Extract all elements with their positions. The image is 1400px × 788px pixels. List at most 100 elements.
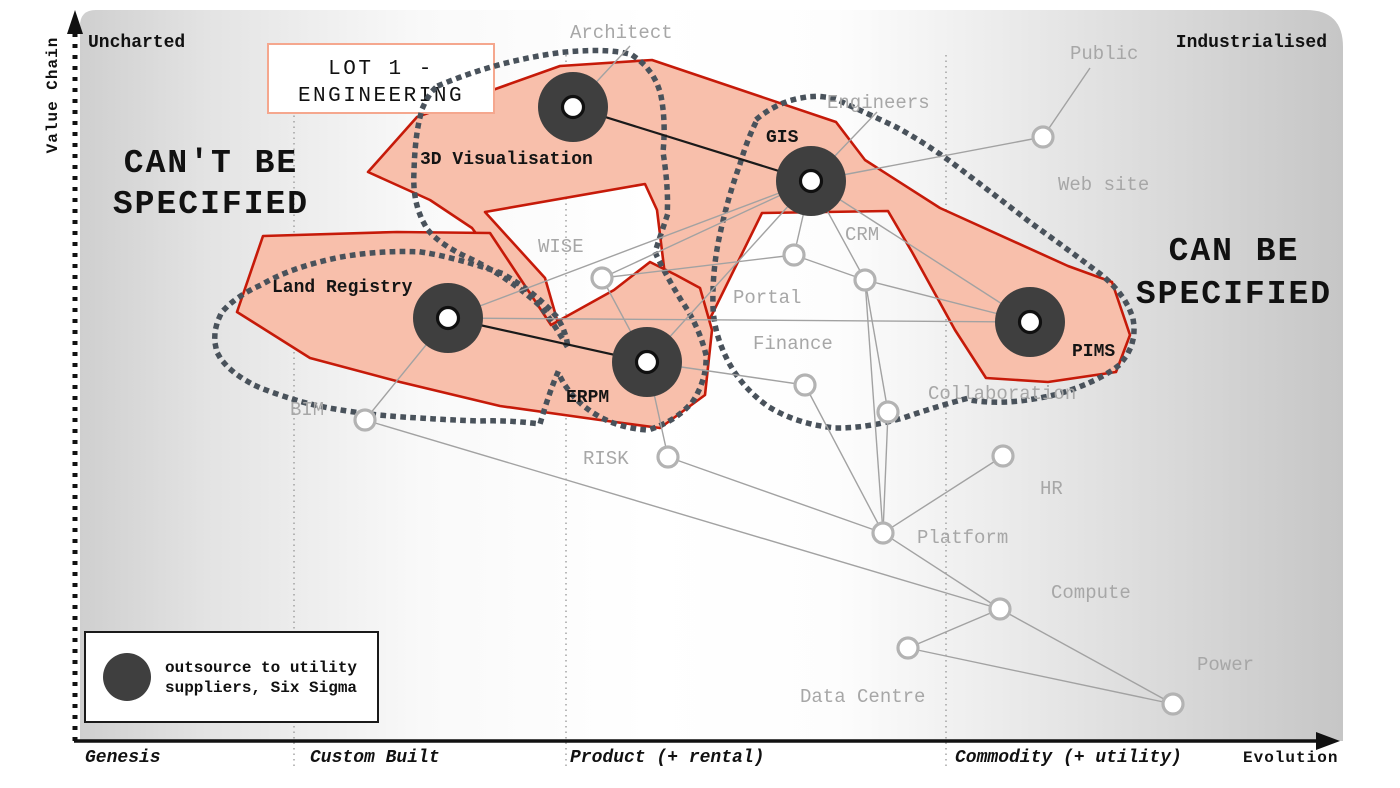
edge-land-registry-pims xyxy=(447,317,1031,323)
edge-risk-platform xyxy=(667,456,884,534)
edge-crm-collaboration xyxy=(864,279,889,413)
axis-stage-label: Product (+ rental) xyxy=(570,748,764,768)
node-circle xyxy=(1161,692,1185,716)
legend-line2: suppliers, Six Sigma xyxy=(165,679,357,697)
node-label-3d-visualisation: 3D Visualisation xyxy=(420,150,593,170)
anchor-label-architect: Architect xyxy=(570,22,673,44)
node-website xyxy=(1031,125,1055,149)
node-label-land-registry: Land Registry xyxy=(272,278,413,298)
node-pims xyxy=(995,287,1065,357)
edge-wise-portal xyxy=(601,254,795,279)
node-label-website: Web site xyxy=(1058,174,1149,196)
node-circle xyxy=(353,408,377,432)
node-portal xyxy=(782,243,806,267)
cant-be-specified-line2: SPECIFIED xyxy=(113,186,309,223)
node-label-hr: HR xyxy=(1040,478,1063,500)
edge-land-registry-gis xyxy=(447,180,812,319)
edge-website-gis xyxy=(810,136,1044,182)
edge-3d-visualisation-gis xyxy=(572,105,812,183)
node-bim xyxy=(353,408,377,432)
node-core xyxy=(798,168,824,194)
label-industrialised: Industrialised xyxy=(1176,33,1327,53)
edge-collaboration-platform xyxy=(882,411,889,534)
edge-crm-platform xyxy=(864,279,884,534)
edge-compute-data-centre xyxy=(907,608,1001,649)
node-circle xyxy=(590,266,614,290)
edge-compute-power xyxy=(999,608,1174,705)
node-risk xyxy=(656,445,680,469)
group-outline-layer xyxy=(212,47,1137,433)
node-label-finance: Finance xyxy=(753,333,833,355)
anchor-label-public: Public xyxy=(1070,43,1138,65)
node-label-erpm: ERPM xyxy=(566,388,609,408)
node-data-centre xyxy=(896,636,920,660)
node-power xyxy=(1161,692,1185,716)
anchor-line-public xyxy=(1042,67,1091,138)
node-label-platform: Platform xyxy=(917,527,1008,549)
node-label-portal: Portal xyxy=(733,287,801,309)
node-label-power: Power xyxy=(1197,654,1254,676)
node-circle xyxy=(991,444,1015,468)
node-compute xyxy=(988,597,1012,621)
node-label-gis: GIS xyxy=(766,128,799,148)
x-axis xyxy=(74,732,1340,750)
group-outline-specifiable-right xyxy=(710,93,1137,431)
node-label-compute: Compute xyxy=(1051,582,1131,604)
node-3d-visualisation xyxy=(538,72,608,142)
edge-hr-platform xyxy=(882,455,1004,534)
cant-be-specified-line1: CAN'T BE xyxy=(124,145,298,182)
y-axis-arrowhead-icon xyxy=(67,10,83,34)
edge-layer xyxy=(364,45,1174,705)
node-land-registry xyxy=(413,283,483,353)
node-circle xyxy=(871,521,895,545)
node-collaboration xyxy=(876,400,900,424)
node-label-wise: WISE xyxy=(538,236,584,258)
node-label-collaboration: Collaboration xyxy=(928,383,1076,405)
legend: outsource to utility suppliers, Six Sigm… xyxy=(84,631,379,723)
edge-wise-gis xyxy=(601,180,812,279)
lot1-line1: LOT 1 - xyxy=(328,58,434,81)
can-be-specified-line1: CAN BE xyxy=(1169,233,1300,270)
node-hr xyxy=(991,444,1015,468)
node-circle xyxy=(876,400,900,424)
node-core xyxy=(634,349,660,375)
node-core xyxy=(435,305,461,331)
axis-stage-label: Commodity (+ utility) xyxy=(955,748,1182,768)
node-gis xyxy=(776,146,846,216)
node-circle xyxy=(793,373,817,397)
lot1-line2: ENGINEERING xyxy=(298,85,464,108)
node-label-data-centre: Data Centre xyxy=(800,686,925,708)
edge-platform-compute xyxy=(882,532,1001,610)
axis-stage-label: Custom Built xyxy=(310,748,440,768)
node-finance xyxy=(793,373,817,397)
edge-finance-platform xyxy=(804,384,884,534)
node-layer xyxy=(353,72,1185,716)
edge-gis-pims xyxy=(810,180,1031,323)
legend-dark-circle-icon xyxy=(103,653,151,701)
node-core xyxy=(560,94,586,120)
edge-portal-crm xyxy=(793,254,866,281)
node-circle xyxy=(1031,125,1055,149)
node-wise xyxy=(590,266,614,290)
node-circle xyxy=(853,268,877,292)
x-axis-title: Evolution xyxy=(1243,749,1338,767)
node-crm xyxy=(853,268,877,292)
node-circle xyxy=(782,243,806,267)
node-circle xyxy=(896,636,920,660)
edge-gis-erpm xyxy=(646,180,812,363)
label-uncharted: Uncharted xyxy=(88,33,185,53)
can-be-specified-line2: SPECIFIED xyxy=(1136,276,1332,313)
legend-line1: outsource to utility xyxy=(165,659,357,677)
anchor-label-engineers: Engineers xyxy=(827,92,930,114)
node-circle xyxy=(656,445,680,469)
lot1-label-box: LOT 1 - ENGINEERING xyxy=(267,43,495,114)
node-label-bim: BIM xyxy=(290,399,324,421)
node-label-pims: PIMS xyxy=(1072,342,1115,362)
node-erpm xyxy=(612,327,682,397)
axis-stage-label: Genesis xyxy=(85,748,161,768)
x-axis-arrowhead-icon xyxy=(1316,732,1340,750)
region-engineering-top xyxy=(366,58,1132,384)
y-axis xyxy=(67,10,83,741)
